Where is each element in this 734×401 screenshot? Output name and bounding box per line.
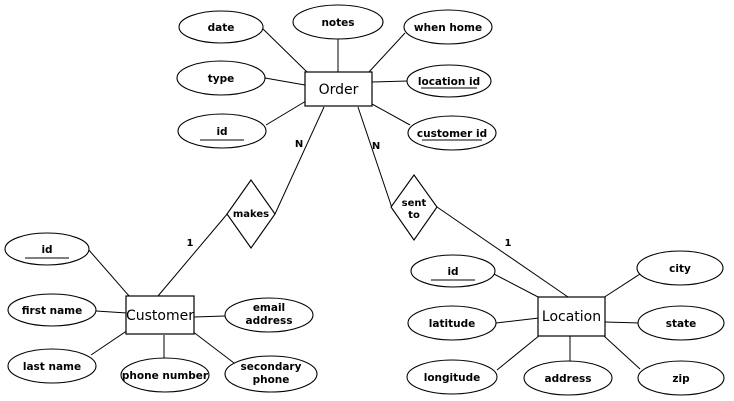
attr-customer-phone-number-label: phone number [122, 370, 209, 382]
attr-order-type: type [176, 60, 266, 96]
attr-order-notes-label: notes [321, 17, 354, 29]
attr-order-date: date [178, 10, 264, 44]
entity-order: Order [304, 71, 373, 107]
connector-order-type [264, 77, 306, 86]
cardinality-order-sent-to: N [372, 141, 380, 152]
attr-customer-id-label: id [41, 244, 52, 256]
connector-location-latitude [495, 317, 540, 324]
relationship-sent-to: sent to [390, 174, 438, 241]
attr-location-city-label: city [669, 263, 691, 275]
connector-location-longitude [496, 334, 541, 371]
attr-order-when-home: when home [403, 9, 493, 45]
attr-location-id: id [410, 254, 496, 288]
connector-order-when-home [368, 32, 406, 73]
attr-order-when-home-label: when home [414, 22, 482, 34]
attr-location-address: address [523, 360, 613, 396]
entity-location-label: Location [542, 309, 601, 325]
attr-order-id-label: id [216, 126, 227, 138]
attr-customer-secondary-phone-label-line1: secondary [241, 361, 302, 373]
attr-location-longitude-label: longitude [424, 372, 481, 384]
attr-customer-id: id [4, 232, 90, 266]
attr-customer-secondary-phone: secondary phone [224, 355, 318, 393]
relationship-sent-to-label-line1: sent [402, 198, 427, 209]
connector-order-sent-to [357, 106, 393, 209]
connector-makes-customer [157, 212, 229, 297]
attr-order-location-id: location id [406, 64, 492, 98]
entity-location: Location [537, 296, 606, 337]
attr-location-state: state [637, 305, 725, 341]
attr-customer-first-name-label: first name [22, 305, 83, 317]
attr-customer-secondary-phone-label-line2: phone [253, 374, 290, 386]
attr-location-state-label: state [666, 318, 697, 330]
connector-order-makes [274, 106, 325, 215]
connector-customer-last-name [90, 329, 129, 356]
connector-order-date [260, 26, 309, 74]
connector-lines [87, 26, 641, 371]
attr-order-customer-id-label: customer id [417, 128, 487, 140]
connector-order-location-id [371, 80, 409, 83]
attr-customer-email-address: email address [224, 297, 314, 333]
relationship-makes-label: makes [233, 209, 269, 220]
attr-customer-last-name-label: last name [23, 361, 81, 373]
attr-order-location-id-label: location id [418, 76, 480, 88]
connector-customer-secondary-phone [191, 330, 235, 364]
cardinality-order-makes: N [295, 139, 303, 150]
entity-customer: Customer [125, 295, 195, 335]
attr-location-latitude-label: latitude [429, 318, 475, 330]
attr-location-id-label: id [447, 266, 458, 278]
entity-order-label: Order [319, 82, 359, 98]
attr-customer-last-name: last name [7, 348, 97, 384]
attr-order-customer-id: customer id [407, 115, 497, 151]
connector-customer-id [87, 248, 131, 298]
attr-location-latitude: latitude [407, 305, 497, 341]
connector-order-id [265, 100, 307, 126]
attr-order-id: id [177, 113, 267, 149]
attr-order-type-label: type [208, 73, 235, 85]
attr-customer-phone-number: phone number [120, 357, 210, 393]
attr-location-longitude: longitude [406, 359, 498, 395]
attr-location-zip: zip [637, 360, 725, 396]
entity-customer-label: Customer [126, 308, 194, 324]
attr-order-notes: notes [292, 4, 384, 40]
connector-sent-to-location [436, 206, 569, 298]
attr-customer-email-address-label-line1: email [253, 302, 285, 314]
connector-order-customer-id [371, 103, 411, 126]
connector-location-city [602, 273, 641, 299]
connector-customer-email [193, 315, 226, 318]
relationship-makes: makes [226, 179, 276, 249]
attr-location-address-label: address [545, 373, 592, 385]
attr-order-date-label: date [208, 22, 235, 34]
connector-location-id [491, 272, 541, 299]
relationship-sent-to-label-line2: to [408, 210, 420, 221]
cardinality-location-sent-to: 1 [505, 238, 512, 249]
connector-location-zip [603, 335, 641, 370]
attr-location-zip-label: zip [672, 373, 690, 385]
connector-customer-first-name [95, 310, 128, 314]
attr-customer-first-name: first name [7, 293, 97, 327]
attr-location-city: city [636, 250, 724, 286]
connector-location-state [604, 321, 641, 324]
cardinality-customer-makes: 1 [187, 238, 194, 249]
attr-customer-email-address-label-line2: address [246, 315, 293, 327]
